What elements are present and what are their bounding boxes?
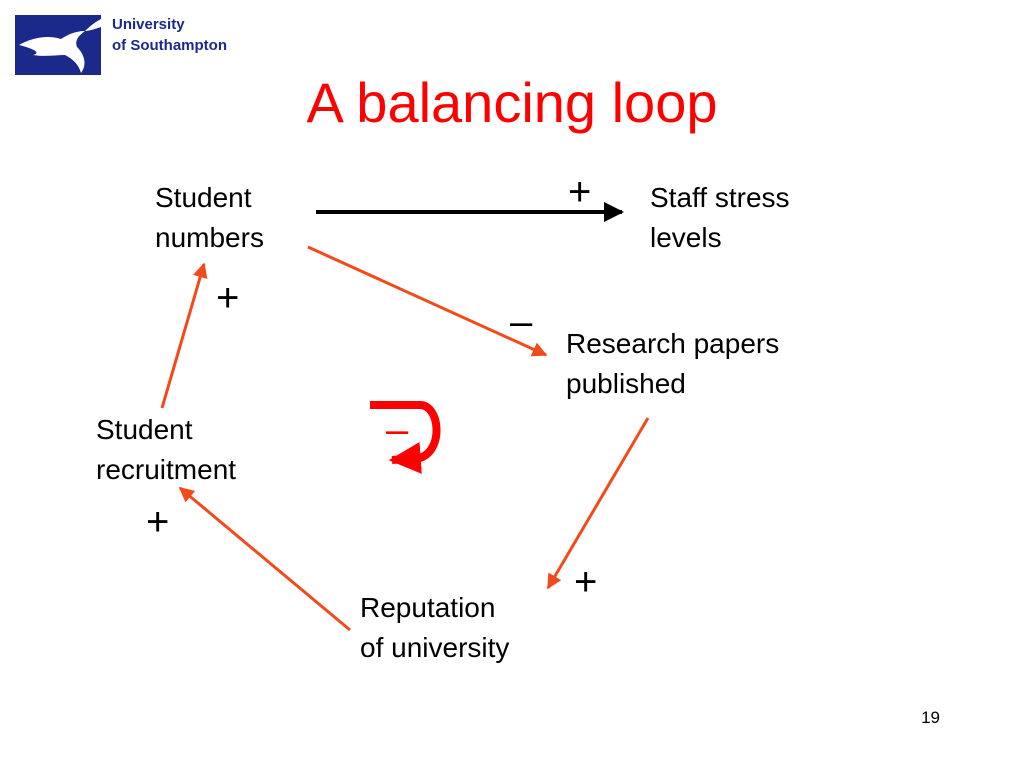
node-label-line1: Staff stress bbox=[650, 182, 790, 213]
arrow-reputation-to-recruitment bbox=[178, 486, 351, 632]
logo-line-2: of Southampton bbox=[112, 37, 227, 54]
logo-line-1: University bbox=[112, 16, 185, 33]
node-label-line1: Student bbox=[155, 182, 252, 213]
polarity-research-reputation: + bbox=[574, 560, 598, 604]
arrow-numbers-to-research bbox=[307, 245, 548, 357]
arrow-recruitment-to-numbers bbox=[160, 262, 208, 409]
dolphin-icon bbox=[15, 15, 101, 75]
node-label-line1: Reputation bbox=[360, 592, 496, 623]
university-name: University of Southampton bbox=[112, 14, 272, 56]
loop-arrow-icon bbox=[370, 401, 441, 474]
node-label-line1: Student bbox=[96, 414, 193, 445]
node-student-numbers: Student numbers bbox=[155, 178, 264, 258]
slide-title: A balancing loop bbox=[306, 71, 718, 134]
node-label-line2: recruitment bbox=[96, 454, 237, 485]
node-label-line2: levels bbox=[650, 222, 722, 253]
node-student-recruitment: Student recruitment bbox=[96, 410, 236, 490]
loop-polarity: – bbox=[386, 408, 409, 452]
node-label-line2: of university bbox=[360, 632, 510, 663]
page-number: 19 bbox=[921, 708, 940, 727]
polarity-numbers-stress: + bbox=[568, 170, 592, 214]
node-staff-stress: Staff stress levels bbox=[650, 178, 790, 258]
node-label-line2: published bbox=[566, 368, 686, 399]
node-reputation: Reputation of university bbox=[360, 588, 509, 668]
node-label-line1: Research papers bbox=[566, 328, 780, 359]
arrow-research-to-reputation bbox=[546, 417, 650, 590]
polarity-reputation-recruitment: + bbox=[146, 500, 170, 544]
node-label-line2: numbers bbox=[155, 222, 264, 253]
polarity-numbers-research: – bbox=[510, 300, 533, 344]
polarity-recruitment-numbers: + bbox=[216, 276, 240, 320]
node-research-papers: Research papers published bbox=[566, 324, 779, 404]
university-logo bbox=[15, 15, 101, 75]
